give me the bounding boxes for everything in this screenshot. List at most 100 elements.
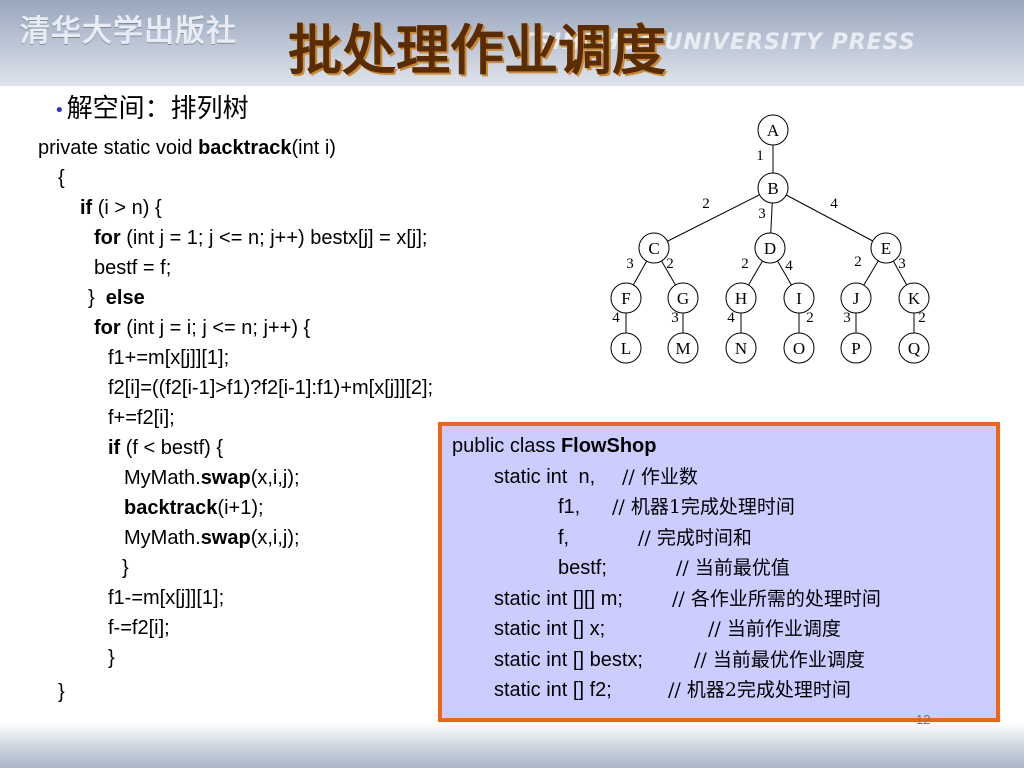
tree-node-label: N [735, 339, 747, 358]
flowshop-code: static int [] bestx; [494, 648, 643, 671]
tree-node-label: D [764, 239, 776, 258]
code-line: private static void backtrack(int i) [38, 136, 336, 160]
code-line: f-=f2[i]; [108, 616, 170, 640]
code-token: private static void [38, 137, 199, 159]
tree-node [725, 282, 757, 314]
tree-node-label: O [793, 339, 805, 358]
flowshop-class-box: public class FlowShop static int n, // 作业数… [438, 422, 1000, 722]
footer-bar [0, 722, 1024, 768]
code-line: backtrack(i+1); [124, 496, 264, 520]
tree-node [667, 332, 699, 364]
flowshop-line: static int [] bestx; [494, 648, 643, 672]
edge-label: 2 [806, 310, 814, 326]
code-token: if [80, 197, 93, 219]
flowshop-code: public class [452, 435, 561, 457]
tree-node-label: I [796, 289, 802, 308]
tree-node [840, 332, 872, 364]
code-token: { [58, 167, 65, 189]
code-token: swap [200, 467, 251, 489]
flowshop-code: static int [] f2; [494, 679, 612, 701]
tree-node [667, 282, 699, 314]
tree-node-label: A [767, 121, 780, 140]
tree-node-label: E [881, 239, 891, 258]
code-token: bestf = f; [94, 257, 172, 279]
flowshop-line: bestf; [558, 556, 607, 580]
code-line: } [122, 556, 129, 580]
edge-label: 2 [741, 256, 749, 272]
comment-text: // 当前最优作业调度 [694, 648, 865, 671]
tree-node-label: F [621, 289, 630, 308]
comment-text: // 作业数 [622, 465, 698, 488]
flowshop-comment: // 当前最优值 [676, 556, 790, 580]
flowshop-comment: // 当前作业调度 [708, 617, 841, 641]
comment-text: // 机器1完成处理时间 [612, 496, 795, 518]
flowshop-line: f, [558, 526, 569, 550]
code-line: } [58, 680, 65, 704]
tree-node [754, 232, 786, 264]
code-token: f2[i]=((f2[i-1]>f1)?f2[i-1]:f1)+m[x[j]][… [108, 377, 434, 399]
tree-node-label: M [675, 339, 690, 358]
code-line: f1-=m[x[j]][1]; [108, 586, 224, 610]
tree-node-label: P [851, 339, 860, 358]
edge-label: 4 [830, 196, 838, 212]
flowshop-comment: // 机器2完成处理时间 [668, 678, 851, 702]
flowshop-code: f1, [558, 496, 581, 518]
tree-edge [772, 187, 887, 249]
code-token: (i > n) { [92, 197, 162, 219]
flowshop-line: public class FlowShop [452, 434, 656, 458]
edge-label: 3 [843, 310, 851, 326]
flowshop-line: static int [] f2; [494, 678, 612, 702]
code-line: bestf = f; [94, 256, 171, 280]
code-token: } [88, 287, 106, 309]
code-token: backtrack [198, 137, 292, 159]
tree-node [870, 232, 902, 264]
flowshop-code: static int n, [494, 465, 596, 488]
code-token: (x,i,j); [250, 467, 300, 489]
publisher-logo: 清华大学出版社 [20, 14, 237, 49]
flowshop-line: static int [][] m; [494, 587, 623, 611]
tree-node [638, 232, 670, 264]
flowshop-line: f1, [558, 495, 580, 519]
flowshop-code: bestf; [558, 557, 607, 579]
flowshop-code: static int [][] m; [494, 587, 623, 610]
tree-node [898, 332, 930, 364]
subtitle: •解空间：排列树 [54, 88, 249, 125]
code-token: if [108, 437, 121, 459]
flowshop-comment: // 当前最优作业调度 [694, 648, 865, 672]
comment-text: // 当前作业调度 [708, 618, 841, 640]
edge-label: 2 [854, 254, 862, 270]
comment-text: // 当前最优值 [676, 557, 790, 579]
edge-label: 3 [758, 206, 766, 222]
code-token: (x,i,j); [250, 527, 300, 549]
code-line: MyMath.swap(x,i,j); [124, 466, 300, 490]
flowshop-comment: // 各作业所需的处理时间 [672, 587, 881, 611]
code-token: (i+1); [217, 497, 264, 519]
flowshop-line: static int [] x; [494, 617, 605, 641]
code-token: f-=f2[i]; [108, 617, 170, 639]
tree-node [783, 282, 815, 314]
code-token: f1+=m[x[j]][1]; [108, 347, 230, 369]
edge-label: 4 [727, 310, 735, 326]
code-token: (int j = 1; j <= n; j++) bestx[j] = x[j]… [120, 227, 428, 249]
code-line: for (int j = i; j <= n; j++) { [94, 316, 310, 340]
tree-node-label: C [648, 239, 659, 258]
tree-node-label: K [908, 289, 921, 308]
code-line: f1+=m[x[j]][1]; [108, 346, 229, 370]
flowshop-comment: // 机器1完成处理时间 [612, 495, 795, 519]
code-token: (int i) [291, 137, 336, 159]
flowshop-code: f, [558, 526, 570, 549]
header-banner: 清华大学出版社 TSINGHUA UNIVERSITY PRESS [0, 0, 1024, 86]
code-token: else [105, 287, 145, 309]
edge-label: 3 [626, 256, 634, 272]
code-token: swap [200, 527, 251, 549]
code-line: f2[i]=((f2[i-1]>f1)?f2[i-1]:f1)+m[x[j]][… [108, 376, 433, 400]
code-token: f+=f2[i]; [108, 407, 175, 429]
tree-node [757, 172, 789, 204]
comment-text: // 完成时间和 [638, 526, 752, 549]
slide-title: 批处理作业调度 [288, 18, 666, 82]
edge-label: 1 [756, 148, 764, 164]
comment-text: // 各作业所需的处理时间 [672, 587, 881, 610]
comment-text: // 机器2完成处理时间 [668, 679, 851, 701]
bullet-icon: • [54, 99, 65, 121]
code-line: for (int j = 1; j <= n; j++) bestx[j] = … [94, 226, 427, 250]
